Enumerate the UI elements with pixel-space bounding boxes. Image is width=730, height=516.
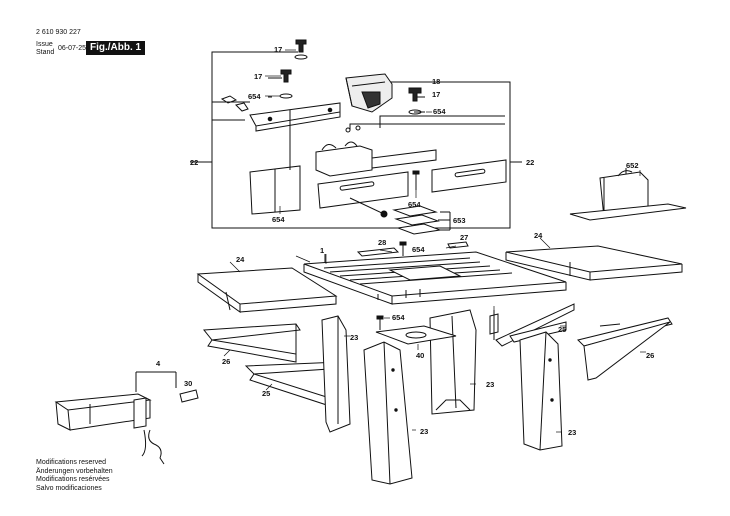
knob-17-right (408, 87, 422, 115)
footer-line-de: Änderungen vorbehalten (36, 467, 113, 475)
callout-28: 28 (378, 238, 386, 247)
brace-right-25 (495, 303, 575, 347)
callout-24-right: 24 (534, 231, 543, 240)
fence-plate-upper (220, 95, 341, 132)
table-top-1 (303, 241, 567, 305)
callout-22-right: 22 (526, 158, 534, 167)
callout-18: 18 (432, 77, 440, 86)
callout-654-screw-right: 654 (408, 200, 421, 209)
callout-24-left: 24 (236, 255, 245, 264)
knob-17-left (279, 69, 293, 99)
bracket-654-right (489, 310, 499, 340)
fence-base-left (249, 110, 301, 215)
callout-17-top: 17 (274, 45, 282, 54)
callout-17-left: 17 (254, 72, 262, 81)
callout-23-back-left: 23 (350, 333, 358, 342)
callout-40: 40 (416, 351, 424, 360)
fence-assembly-bracket (190, 51, 522, 229)
callout-25-right: 25 (558, 325, 566, 334)
fence-plate-lower-right (431, 159, 507, 193)
callout-4: 4 (156, 359, 161, 368)
leg-23-front-right (519, 331, 563, 451)
footer-line-es: Salvo modificaciones (36, 484, 102, 492)
callout-17-right: 17 (432, 90, 440, 99)
callout-654-screw-left: 654 (272, 215, 285, 224)
switch-box-4 (54, 371, 177, 465)
fence-centre-housing (315, 141, 437, 177)
fence-652 (569, 168, 687, 221)
spacer-plates-653 (392, 205, 451, 235)
leg-23-back-right (429, 309, 477, 415)
extension-wing-right-24 (505, 245, 683, 281)
stand-label: Stand (36, 49, 55, 56)
callout-labels: 17 17 17 18 654 654 654 654 654 654 22 2… (156, 45, 654, 437)
callout-27: 27 (460, 233, 468, 242)
extension-wing-left-24 (196, 267, 338, 313)
callout-30: 30 (184, 379, 192, 388)
fence-plate-lower-left (317, 171, 409, 218)
callout-22-left: 22 (190, 158, 198, 167)
knob-17-top (294, 39, 308, 60)
callout-654-right: 654 (433, 107, 446, 116)
issue-date: 06-07-25 (58, 45, 87, 52)
callout-26-left: 26 (222, 357, 230, 366)
issue-label: Issue (36, 41, 53, 48)
callout-652: 652 (626, 161, 639, 170)
callout-26-right: 26 (646, 351, 654, 360)
modifications-notice: Modifications reserved Änderungen vorbeh… (36, 459, 113, 493)
figure-label: Fig./Abb. 1 (86, 41, 146, 55)
leg-23-front-left (363, 341, 413, 485)
brace-right-26 (577, 317, 673, 381)
router-plate-40 (375, 315, 457, 345)
leg-23-back-left (321, 315, 351, 433)
callout-654-plate: 654 (392, 313, 405, 322)
callout-23-front-right: 23 (568, 428, 576, 437)
footer-line-fr: Modifications resérvées (36, 476, 110, 484)
callout-25-left: 25 (262, 389, 270, 398)
callout-653: 653 (453, 216, 466, 225)
footer-line-en: Modifications reserved (36, 459, 107, 466)
clip-30 (179, 389, 199, 403)
part-number: 2 610 930 227 (36, 29, 81, 36)
callout-23-front-left: 23 (420, 427, 428, 436)
callout-1: 1 (320, 246, 324, 255)
callout-654-table: 654 (412, 245, 425, 254)
router-guard-18 (345, 73, 393, 113)
callout-23-back-right: 23 (486, 380, 494, 389)
callout-654-left: 654 (248, 92, 261, 101)
leader-lines (223, 49, 646, 433)
brace-left-26 (203, 323, 301, 363)
